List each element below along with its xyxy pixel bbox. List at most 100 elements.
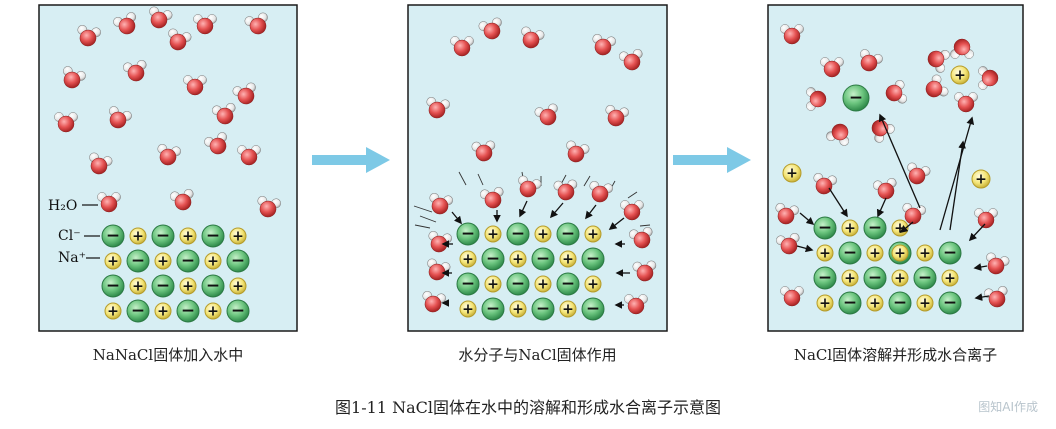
sodium-ion-icon: +	[866, 294, 884, 312]
chloride-ion-icon: −	[176, 299, 200, 323]
svg-text:+: +	[132, 229, 144, 245]
sodium-ion-icon: +	[891, 269, 909, 287]
sodium-ion-icon: +	[916, 244, 934, 262]
chloride-ion-icon: −	[838, 291, 862, 315]
water-molecule-icon	[427, 258, 451, 281]
svg-text:−: −	[849, 88, 863, 108]
sodium-ion-icon: +	[971, 169, 991, 189]
sodium-ion-icon: +	[484, 225, 502, 243]
sodium-ion-icon: +	[129, 277, 147, 295]
sodium-ion-icon: +	[129, 227, 147, 245]
sodium-ion-icon: +	[891, 244, 909, 262]
water-molecule-icon	[925, 74, 949, 98]
svg-text:−: −	[511, 224, 525, 244]
svg-text:+: +	[819, 246, 831, 262]
chloride-ion-icon: −	[813, 216, 837, 240]
svg-text:−: −	[868, 268, 882, 288]
svg-text:−: −	[561, 224, 575, 244]
svg-text:+: +	[869, 296, 881, 312]
sodium-ion-icon: +	[841, 269, 859, 287]
attraction-arrow-icon	[899, 221, 914, 233]
svg-text:+: +	[869, 246, 881, 262]
attraction-arrow-icon	[828, 187, 848, 218]
svg-text:−: −	[586, 249, 600, 269]
sodium-ion-icon: +	[179, 277, 197, 295]
attraction-arrow-icon	[939, 116, 975, 231]
svg-text:−: −	[486, 299, 500, 319]
sodium-ion-icon: +	[459, 300, 477, 318]
water-molecule-icon	[605, 105, 629, 127]
water-molecules	[54, 6, 1010, 315]
sodium-ion-icon: +	[559, 300, 577, 318]
attraction-arrow-icon	[799, 212, 815, 226]
svg-text:−: −	[106, 226, 120, 246]
water-molecule-icon	[77, 25, 101, 47]
flow-arrow-icon	[312, 147, 390, 173]
water-molecule-icon	[168, 28, 192, 51]
flow-arrow-icon	[673, 147, 751, 173]
svg-text:−: −	[206, 226, 220, 246]
sodium-ion-icon: +	[154, 252, 172, 270]
svg-text:+: +	[562, 252, 574, 268]
sodium-ion-icon: +	[559, 250, 577, 268]
water-molecule-icon	[237, 145, 261, 166]
svg-text:+: +	[232, 279, 244, 295]
chloride-ion-icon: −	[151, 274, 175, 298]
svg-text:−: −	[818, 268, 832, 288]
water-molecule-icon	[89, 152, 113, 175]
svg-text:−: −	[843, 243, 857, 263]
attraction-arrow-icon	[796, 244, 814, 253]
svg-text:−: −	[156, 276, 170, 296]
attraction-arrow-icon	[878, 113, 921, 209]
sodium-ion-icon: +	[459, 250, 477, 268]
water-molecule-icon	[123, 60, 147, 82]
water-molecule-icon	[108, 106, 132, 129]
chloride-ion-icon: −	[226, 249, 250, 273]
water-molecule-icon	[619, 49, 643, 71]
water-molecule-icon	[204, 132, 228, 155]
sodium-ion-icon: +	[509, 250, 527, 268]
sodium-ion-icon: +	[534, 225, 552, 243]
water-molecule-icon	[54, 112, 78, 133]
svg-text:−: −	[918, 268, 932, 288]
sodium-ion-icon: +	[104, 302, 122, 320]
water-molecule-icon	[553, 179, 578, 201]
svg-text:+: +	[537, 227, 549, 243]
sodium-ion-icon: +	[509, 300, 527, 318]
chloride-ion-icon: −	[481, 247, 505, 271]
water-molecule-icon	[780, 24, 804, 45]
sodium-ion-icon: +	[816, 294, 834, 312]
svg-text:+: +	[182, 279, 194, 295]
svg-text:−: −	[536, 299, 550, 319]
svg-text:−: −	[461, 274, 475, 294]
svg-text:+: +	[107, 304, 119, 320]
chloride-ion-icon: −	[556, 222, 580, 246]
water-molecule-icon	[873, 178, 897, 200]
sodium-ion-icon: +	[154, 302, 172, 320]
svg-text:−: −	[893, 293, 907, 313]
water-molecule-icon	[589, 181, 613, 203]
svg-text:−: −	[511, 274, 525, 294]
svg-text:+: +	[844, 221, 856, 237]
sodium-ion-icon: +	[484, 275, 502, 293]
svg-text:+: +	[919, 246, 931, 262]
sodium-ion-icon: +	[841, 219, 859, 237]
svg-text:+: +	[894, 221, 906, 237]
chloride-ion-icon: −	[938, 241, 962, 265]
chloride-ion-icon: −	[938, 291, 962, 315]
water-molecule-icon	[978, 66, 999, 90]
attraction-arrow-icon	[519, 200, 528, 218]
svg-text:−: −	[106, 276, 120, 296]
chloride-ion-icon: −	[101, 274, 125, 298]
svg-text:−: −	[943, 293, 957, 313]
svg-text:−: −	[131, 301, 145, 321]
svg-text:−: −	[818, 218, 832, 238]
svg-text:+: +	[537, 277, 549, 293]
water-molecule-icon	[212, 103, 236, 125]
attraction-arrow-icon	[974, 293, 990, 301]
hydration-arrows	[441, 113, 990, 309]
water-molecule-icon	[113, 12, 137, 35]
chloride-ion-icon: −	[913, 266, 937, 290]
chloride-ion-icon: −	[842, 84, 870, 112]
water-molecule-icon	[170, 189, 194, 211]
